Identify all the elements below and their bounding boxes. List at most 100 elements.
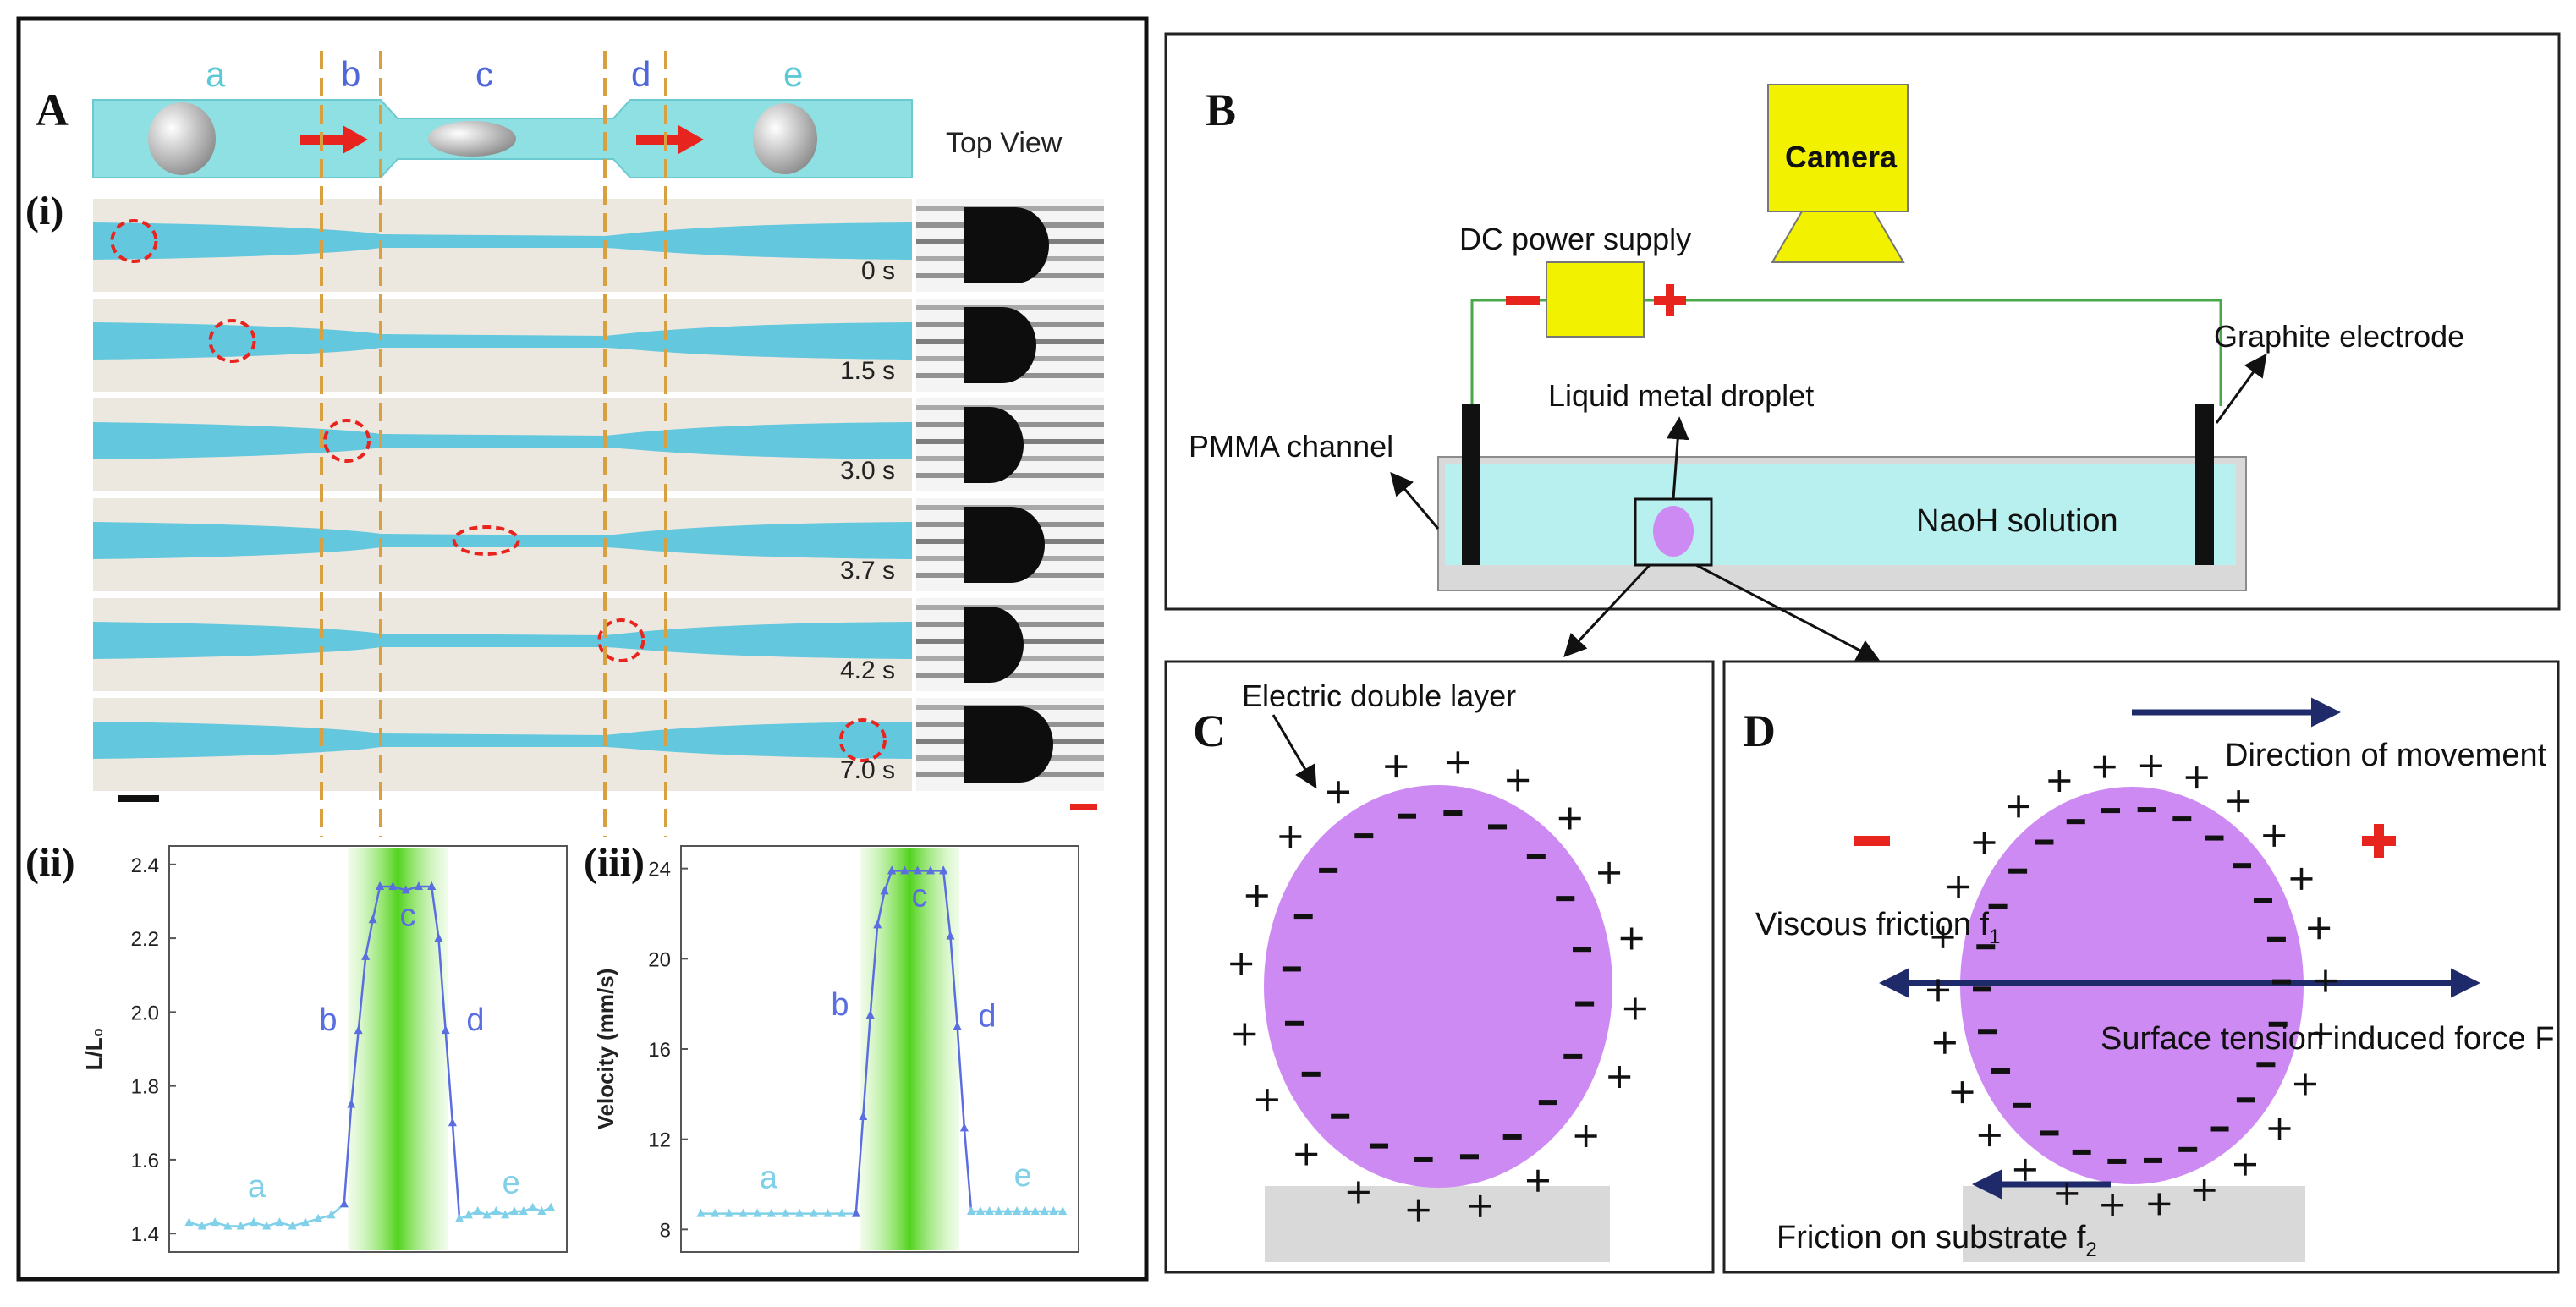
data-point — [925, 865, 935, 875]
data-point — [959, 1123, 969, 1132]
channel-label: PMMA channel — [1189, 429, 1393, 464]
positive-charge — [1407, 1199, 1430, 1222]
positive-charge — [2008, 795, 2030, 818]
negative-charge — [1354, 833, 1374, 839]
region-label: c — [912, 878, 928, 914]
fluid-stream — [93, 722, 912, 759]
negative-charge — [1369, 1143, 1388, 1149]
data-point — [401, 885, 410, 894]
data-point — [427, 881, 437, 890]
positive-charge — [2056, 1182, 2079, 1205]
data-point — [354, 1025, 363, 1035]
negative-charge — [2008, 868, 2028, 874]
negative-charge — [1414, 1156, 1433, 1162]
data-point — [464, 1210, 473, 1219]
negative-charge — [2233, 863, 2252, 869]
negative-charge — [1978, 1029, 1997, 1035]
panel-a-label: A — [36, 85, 69, 135]
data-point — [197, 1221, 206, 1230]
negative-charge — [2205, 835, 2224, 841]
y-tick-label: 1.8 — [131, 1076, 159, 1099]
negative-charge — [1976, 944, 1996, 950]
data-point — [547, 1202, 556, 1211]
data-point — [900, 865, 909, 875]
region-label: b — [831, 987, 849, 1023]
liquid-metal-droplet — [1653, 506, 1694, 557]
data-point — [211, 1217, 220, 1227]
top-view-droplet — [964, 307, 1036, 383]
y-tick-label: 1.6 — [131, 1150, 159, 1172]
positive-charge — [1973, 832, 1996, 854]
time-frame: 3.0 s — [93, 398, 912, 491]
data-point — [913, 865, 922, 875]
top-view-droplet — [964, 607, 1024, 683]
panel-c: C Electric double layer — [1164, 660, 1715, 1274]
y-axis-label: Velocity (mm/s) — [593, 969, 618, 1130]
naoh-solution — [1445, 464, 2236, 565]
scale-bar — [118, 795, 159, 802]
positive-charge — [1933, 1031, 1956, 1054]
positive-charge — [2233, 1153, 2256, 1176]
data-point — [873, 920, 882, 929]
data-point — [724, 1208, 733, 1217]
data-point — [434, 933, 443, 942]
y-tick-label: 16 — [648, 1039, 671, 1062]
negative-charge — [1991, 1068, 2011, 1074]
data-point — [880, 886, 889, 895]
negative-charge — [1488, 824, 1508, 830]
substrate-friction-label: Friction on substrate f2 — [1777, 1220, 2097, 1261]
data-point — [482, 1210, 492, 1219]
edl-callout-arrow — [1272, 714, 1317, 789]
data-point — [339, 1199, 349, 1208]
top-view-image — [916, 498, 1104, 591]
data-point — [1049, 1206, 1058, 1215]
positive-charge — [1947, 876, 1970, 898]
y-tick-label: 24 — [648, 859, 671, 881]
dc-power-label: DC power supply — [1459, 222, 1691, 256]
negative-charge — [1443, 810, 1463, 816]
positive-charge — [2263, 824, 2286, 847]
data-point — [223, 1221, 233, 1230]
data-point — [1040, 1206, 1049, 1215]
negative-charge — [2172, 816, 2192, 822]
negative-charge — [1331, 1113, 1350, 1119]
data-point — [501, 1210, 510, 1219]
solution-label: NaoH solution — [1916, 503, 2118, 539]
negative-charge — [2012, 1102, 2031, 1108]
region-label: b — [319, 1002, 337, 1038]
data-point — [262, 1221, 272, 1230]
edl-label: Electric double layer — [1242, 678, 1516, 713]
top-view-droplet — [964, 507, 1045, 583]
positive-charge — [2308, 917, 2331, 940]
droplet-marker — [323, 419, 371, 463]
data-point — [851, 1208, 860, 1217]
droplet-marker — [208, 319, 256, 363]
negative-charge — [1575, 1001, 1595, 1007]
subpanel-iii-label: (iii) — [584, 840, 645, 885]
region-label: a — [248, 1169, 266, 1205]
droplet-marker — [597, 618, 645, 662]
positive-charge — [2101, 1194, 2124, 1216]
data-point — [376, 881, 385, 890]
data-point — [537, 1206, 547, 1215]
droplet-c — [1264, 785, 1612, 1188]
negative-charge — [1563, 1053, 1583, 1059]
region-label: d — [978, 998, 996, 1034]
schematic-droplet-e — [753, 103, 817, 174]
positive-charge — [2314, 969, 2337, 992]
subpanel-ii-label: (ii) — [25, 840, 75, 885]
y-tick-label: 2.2 — [131, 928, 159, 951]
surface-tension-label: Surface tension induced force F — [2101, 1021, 2555, 1057]
substrate-d — [1963, 1186, 2305, 1262]
fluid-stream — [93, 522, 912, 559]
fluid-stream — [93, 322, 912, 360]
direction-label: Direction of movement — [2225, 738, 2547, 773]
panel-b: B Camera DC power supply NaoH solution L… — [1164, 32, 2561, 662]
top-view-streak — [916, 605, 1104, 610]
data-point — [946, 931, 955, 940]
negative-charge — [2266, 936, 2286, 942]
negative-charge — [1538, 1100, 1557, 1106]
panel-b-frame — [1164, 32, 2561, 611]
